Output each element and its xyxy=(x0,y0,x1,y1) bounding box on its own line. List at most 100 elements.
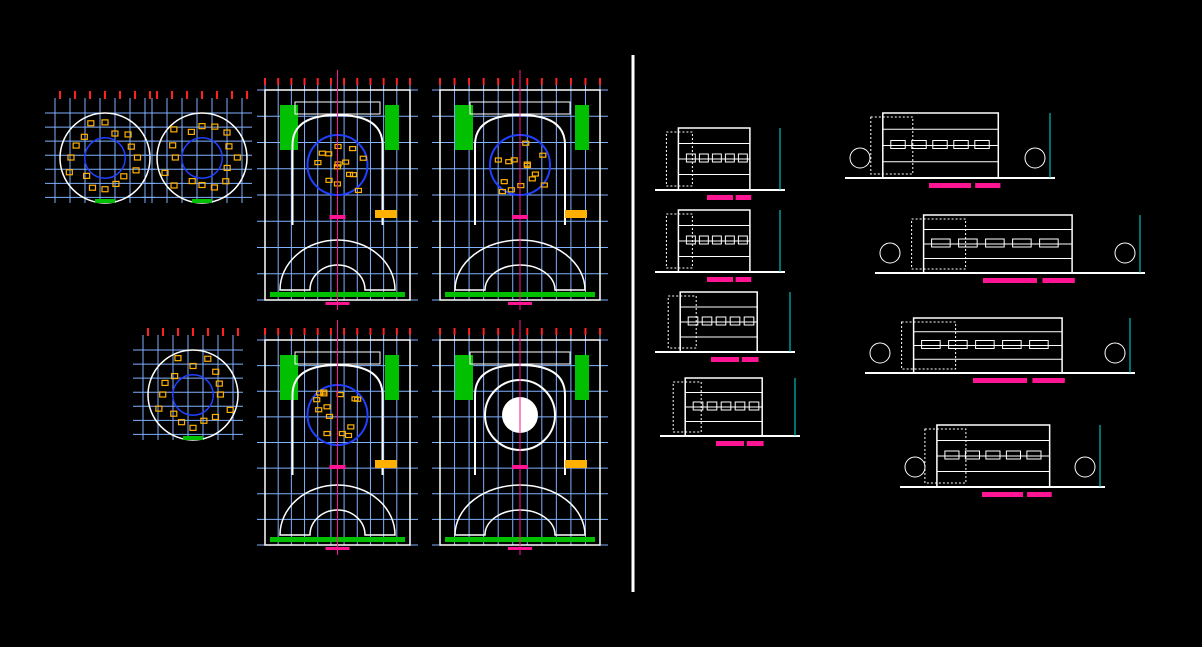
window xyxy=(958,238,978,248)
window xyxy=(711,235,722,245)
window xyxy=(1029,340,1049,349)
furniture xyxy=(88,184,97,191)
furniture xyxy=(189,424,197,431)
window xyxy=(1005,450,1021,460)
elevation xyxy=(655,291,795,362)
elevation-scale-tag xyxy=(975,183,1001,188)
floor-plan-sheet xyxy=(257,320,418,555)
window xyxy=(715,316,727,326)
window xyxy=(698,235,709,245)
furniture xyxy=(170,182,178,189)
furniture xyxy=(177,419,186,426)
furniture xyxy=(338,430,346,437)
window xyxy=(985,238,1005,248)
small-plan xyxy=(45,91,155,204)
parking-block xyxy=(375,460,397,468)
furniture xyxy=(500,179,508,185)
furniture xyxy=(351,396,359,402)
window xyxy=(944,450,960,460)
elevation-title-tag xyxy=(707,277,733,282)
landscape-strip xyxy=(183,436,203,440)
landscape-area xyxy=(385,355,399,400)
elevation-title-tag xyxy=(711,357,739,362)
window xyxy=(953,140,969,149)
furniture xyxy=(334,161,342,167)
window xyxy=(701,316,713,326)
furniture xyxy=(318,150,326,156)
elevation-title-tag xyxy=(716,441,744,446)
window xyxy=(911,140,927,149)
landscape-area xyxy=(575,355,589,400)
furniture xyxy=(325,151,333,157)
furniture xyxy=(169,142,177,149)
furniture xyxy=(528,176,536,182)
furniture xyxy=(65,169,73,176)
furniture xyxy=(320,389,328,395)
window xyxy=(729,316,741,326)
furniture xyxy=(323,404,331,410)
furniture xyxy=(325,177,333,183)
furniture xyxy=(120,173,128,180)
window xyxy=(685,153,696,163)
plaza-arc xyxy=(454,239,586,291)
window xyxy=(975,340,995,349)
landscape-area xyxy=(575,105,589,150)
furniture xyxy=(315,390,324,396)
window xyxy=(1026,450,1042,460)
furniture xyxy=(342,159,350,165)
elevation-drawings xyxy=(655,112,1145,497)
furniture xyxy=(83,172,91,179)
tree xyxy=(1104,342,1126,364)
elevation-scale-tag xyxy=(741,357,759,362)
window xyxy=(921,340,941,349)
plaza-arc xyxy=(279,484,396,536)
furniture xyxy=(171,373,179,380)
parking-block xyxy=(565,210,587,218)
elevation-scale-tag xyxy=(746,441,764,446)
furniture xyxy=(189,362,197,370)
furniture xyxy=(359,155,367,161)
window xyxy=(890,140,906,149)
elevation xyxy=(655,209,785,282)
furniture xyxy=(127,143,135,150)
window xyxy=(985,450,1001,460)
window xyxy=(1039,238,1059,248)
window xyxy=(737,235,748,245)
window xyxy=(737,153,748,163)
window xyxy=(698,153,709,163)
furniture xyxy=(155,405,163,412)
furniture xyxy=(325,413,334,420)
tree xyxy=(904,456,926,478)
elevation-scale-tag xyxy=(1042,278,1075,283)
furniture xyxy=(80,133,88,140)
furniture xyxy=(323,430,331,437)
furniture xyxy=(233,154,241,161)
furniture xyxy=(223,129,231,136)
furniture xyxy=(159,391,167,398)
furniture xyxy=(170,410,178,417)
furniture xyxy=(347,424,355,430)
furniture xyxy=(354,187,363,194)
small-plan xyxy=(133,328,243,441)
window xyxy=(706,401,718,411)
furniture xyxy=(124,131,132,138)
window xyxy=(974,140,990,149)
inner-ring xyxy=(181,137,223,179)
tree xyxy=(879,242,901,264)
furniture xyxy=(211,123,219,130)
elevation xyxy=(655,127,785,200)
furniture xyxy=(540,182,548,188)
inner-ring xyxy=(172,374,214,416)
furniture xyxy=(334,143,342,150)
floor-plan-sheet xyxy=(432,70,608,310)
furniture xyxy=(336,392,344,398)
furniture xyxy=(212,368,220,375)
elevation-title-tag xyxy=(929,183,971,188)
furniture xyxy=(494,157,502,163)
furniture xyxy=(174,355,182,362)
furniture xyxy=(210,184,219,191)
furniture xyxy=(505,159,513,165)
furniture xyxy=(523,162,531,169)
small-plan xyxy=(142,91,252,204)
